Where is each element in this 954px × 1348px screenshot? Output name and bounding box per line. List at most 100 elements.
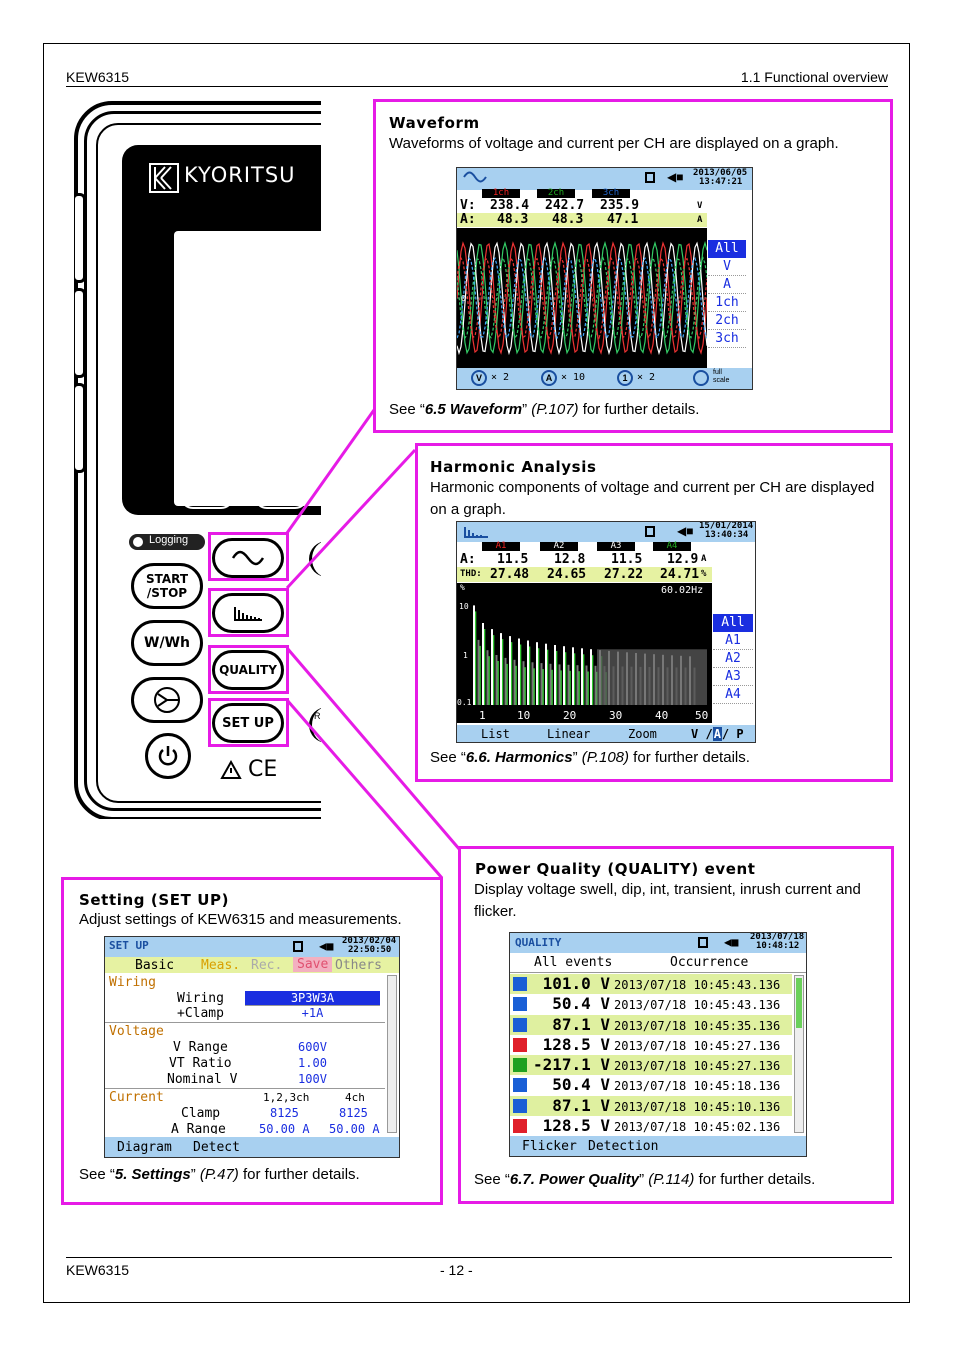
harmonic-bar	[495, 655, 498, 705]
harmonic-bar	[511, 642, 513, 705]
harmonic-menu-item[interactable]: A1	[713, 632, 753, 650]
harmonic-bar	[558, 664, 561, 705]
harmonic-bar	[560, 670, 562, 705]
waveform-menu-item[interactable]: V	[708, 258, 746, 276]
harmonic-bar	[500, 633, 502, 705]
event-type-icon	[513, 1017, 527, 1032]
harmonic-bar	[565, 652, 567, 705]
harmonic-bar	[531, 662, 534, 705]
quality-scrollbar[interactable]	[794, 975, 804, 1133]
harmonic-bar	[506, 663, 508, 705]
harmonic-bar	[587, 671, 589, 705]
flicker-tab[interactable]: Flicker	[522, 1139, 577, 1154]
waveform-graph: 0	[457, 228, 708, 368]
waveform-menu-item[interactable]: 1ch	[708, 294, 746, 312]
event-timestamp: 2013/07/18 10:45:27.136	[614, 1038, 781, 1053]
harmonic-bar	[497, 661, 499, 705]
v-range-field[interactable]: 600V	[298, 1040, 327, 1054]
f1-button[interactable]: F1	[180, 483, 234, 509]
event-row[interactable]: -217.1 V 2013/07/18 10:45:27.136	[510, 1055, 792, 1076]
brand-name: KYORITSU	[184, 163, 296, 187]
clamp-field[interactable]: +1A	[301, 1006, 324, 1020]
event-timestamp: 2013/07/18 10:45:27.136	[614, 1059, 781, 1074]
event-value: -217.1 V	[532, 1055, 610, 1075]
wiring-field[interactable]: 3P3W3A	[245, 991, 380, 1005]
zoom-time-icon[interactable]: 1	[617, 370, 633, 386]
header-section: 1.1 Functional overview	[740, 69, 888, 85]
page-number: - 12 -	[440, 1262, 473, 1278]
harmonic-bar	[493, 635, 495, 705]
full-scale-icon[interactable]	[693, 370, 709, 386]
nominal-v-field[interactable]: 100V	[298, 1072, 327, 1086]
zoom-tab[interactable]: Zoom	[628, 727, 657, 741]
tab-basic[interactable]: Basic	[135, 958, 175, 973]
zoom-v-icon[interactable]: V	[471, 370, 487, 386]
linear-tab[interactable]: Linear	[547, 727, 591, 741]
setup-scrollbar[interactable]	[387, 975, 397, 1133]
detection-tab[interactable]: Detection	[588, 1139, 659, 1154]
tab-meas[interactable]: Meas.	[201, 958, 241, 973]
page-header: KEW6315 1.1 Functional overview	[66, 69, 888, 87]
harmonic-panel: Harmonic Analysis Harmonic components of…	[415, 443, 893, 782]
harmonic-menu-item[interactable]: A2	[713, 650, 753, 668]
event-value: 50.4 V	[552, 994, 610, 1014]
harmonic-description: Harmonic components of voltage and curre…	[430, 479, 875, 518]
waveform-trace	[457, 256, 708, 340]
clamp-4ch-field[interactable]: 8125	[339, 1106, 368, 1120]
setup-title: Setting (SET UP)	[79, 891, 230, 909]
list-tab[interactable]: List	[481, 727, 510, 741]
harmonic-menu-item[interactable]: A4	[713, 686, 753, 704]
quality-button[interactable]: QUALITY	[212, 650, 284, 690]
setup-reference: See “5. Settings” (P.47) for further det…	[79, 1166, 360, 1183]
harmonic-screen: ◀■ 15/01/2014 13:40:34 A1 A2 A3 A4 A: 11…	[456, 521, 756, 743]
timer-button[interactable]	[131, 677, 203, 723]
x-tick-label: 50	[695, 709, 709, 722]
harmonic-bar	[574, 653, 576, 705]
harmonic-menu-item[interactable]: All	[713, 614, 753, 632]
harmonic-bar	[491, 629, 493, 705]
harmonic-bar	[540, 663, 543, 705]
waveform-description: Waveforms of voltage and current per CH …	[389, 135, 839, 152]
harmonic-bar	[520, 644, 522, 705]
harmonic-menu-item[interactable]: A3	[713, 668, 753, 686]
harmonic-bar	[594, 665, 597, 705]
column-occurrence[interactable]: Occurrence	[670, 955, 749, 970]
sd-card-icon	[645, 526, 655, 537]
harmonics-button[interactable]	[212, 593, 284, 633]
tab-others[interactable]: Others	[335, 958, 382, 973]
page-footer: KEW6315 - 12 -	[66, 1257, 892, 1283]
event-type-icon	[513, 1098, 527, 1113]
power-button[interactable]	[145, 733, 191, 779]
f2-button[interactable]: F2	[254, 483, 308, 509]
diagram-tab[interactable]: Diagram	[117, 1140, 172, 1155]
power-icon	[158, 746, 178, 766]
waveform-menu-item[interactable]: A	[708, 276, 746, 294]
vap-toggle[interactable]: V /A/ P	[691, 727, 744, 741]
waveform-button[interactable]	[212, 538, 284, 578]
start-stop-button[interactable]: START/STOP	[131, 563, 203, 609]
vt-ratio-field[interactable]: 1.00	[298, 1056, 327, 1070]
tab-rec[interactable]: Rec.	[251, 958, 283, 973]
tab-save[interactable]: Save	[293, 957, 333, 972]
wwh-button[interactable]: W/Wh	[131, 620, 203, 666]
detect-tab[interactable]: Detect	[193, 1140, 240, 1155]
harmonic-bar	[513, 659, 516, 705]
event-timestamp: 2013/07/18 10:45:02.136	[614, 1120, 781, 1135]
waveform-menu-item[interactable]: 2ch	[708, 312, 746, 330]
event-value: 87.1 V	[552, 1014, 610, 1034]
highlight-waveform	[208, 532, 289, 581]
column-all-events[interactable]: All events	[534, 955, 613, 970]
clamp-123ch-field[interactable]: 8125	[270, 1106, 299, 1120]
setup-button[interactable]: SET UP	[212, 703, 284, 743]
zoom-a-icon[interactable]: A	[541, 370, 557, 386]
waveform-menu-item[interactable]: 3ch	[708, 330, 746, 348]
waveform-menu-item[interactable]: All	[708, 240, 746, 258]
